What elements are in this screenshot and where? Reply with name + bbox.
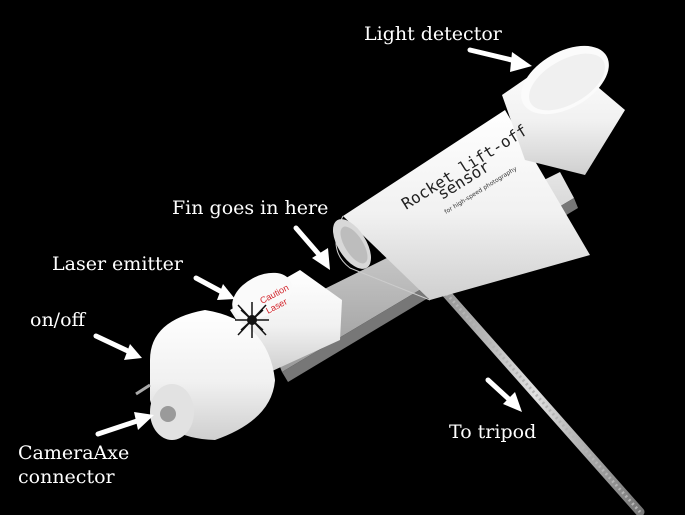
laser-warning-symbol — [235, 302, 269, 338]
label-camera-axe-connector-line2: connector — [18, 466, 115, 488]
label-light-detector: Light detector — [364, 23, 502, 45]
arrow-laser-emitter — [193, 275, 235, 300]
arrow-camera-axe-connector — [95, 412, 154, 437]
label-to-tripod: To tripod — [449, 421, 537, 443]
front-end-cap — [135, 310, 275, 440]
light-detector-cap — [502, 45, 625, 175]
arrow-fin — [293, 225, 330, 270]
threaded-rod — [425, 270, 645, 515]
arrow-to-tripod — [485, 377, 522, 412]
label-laser-emitter: Laser emitter — [52, 253, 183, 275]
arrow-on-off — [93, 333, 142, 360]
label-camera-axe-connector-line1: CameraAxe — [18, 442, 130, 464]
label-on-off: on/off — [30, 309, 86, 331]
label-fin-goes-in-here: Fin goes in here — [172, 197, 329, 219]
arrow-light-detector — [467, 47, 532, 72]
